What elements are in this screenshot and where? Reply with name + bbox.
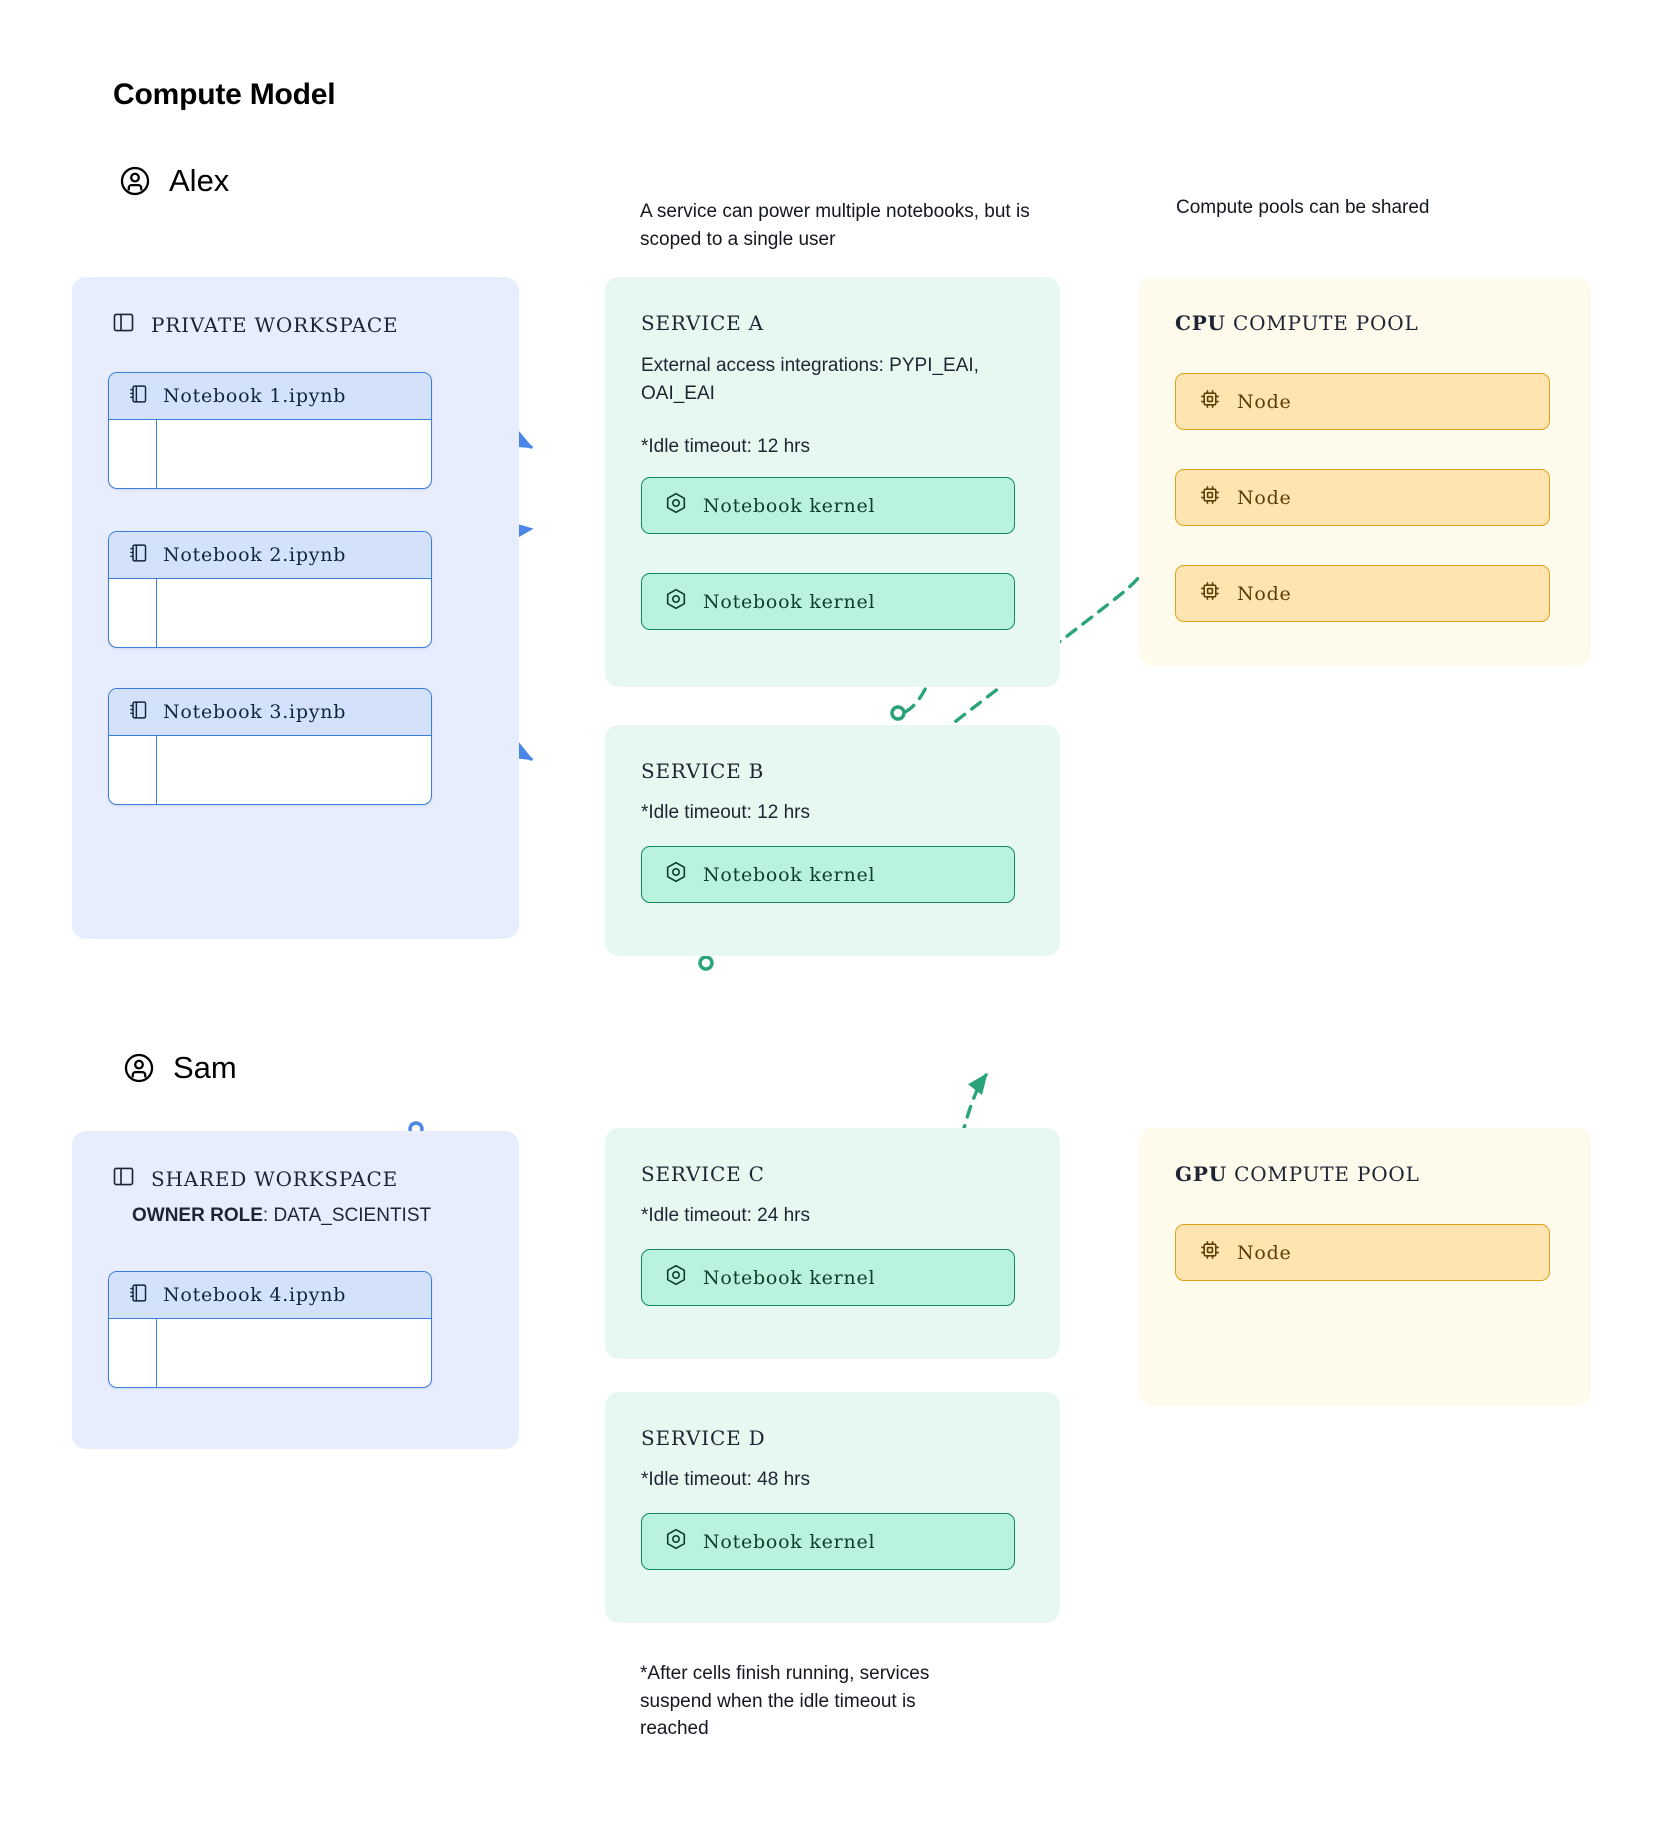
notebook-cell-gutter (109, 579, 157, 647)
pool-suffix: COMPUTE POOL (1225, 311, 1419, 335)
notebook-card-header: Notebook 3.ipynb (109, 689, 431, 736)
kernel-hexagon-icon (664, 1527, 688, 1556)
notebook-title: Notebook 4.ipynb (163, 1284, 347, 1306)
notebook-card[interactable]: Notebook 1.ipynb (108, 372, 432, 489)
edge-source-dot-service-c (698, 955, 714, 971)
compute-node[interactable]: Node (1175, 469, 1550, 526)
person-header-alex: Alex (118, 163, 229, 199)
notebook-card-header: Notebook 4.ipynb (109, 1272, 431, 1319)
service-title: SERVICE C (641, 1162, 765, 1186)
notebook-kernel[interactable]: Notebook kernel (641, 1513, 1015, 1570)
caption-pools-shared: Compute pools can be shared (1176, 197, 1430, 218)
service-title: SERVICE A (641, 311, 764, 335)
compute-node[interactable]: Node (1175, 1224, 1550, 1281)
workspace-label: PRIVATE WORKSPACE (151, 313, 399, 337)
service-b-panel: SERVICE B *Idle timeout: 12 hrs Notebook… (605, 725, 1060, 956)
notebook-kernel[interactable]: Notebook kernel (641, 477, 1015, 534)
notebook-kernel[interactable]: Notebook kernel (641, 846, 1015, 903)
node-label: Node (1237, 486, 1292, 509)
notebook-cell-gutter (109, 420, 157, 488)
kernel-label: Notebook kernel (703, 863, 876, 886)
service-a-panel: SERVICE A External access integrations: … (605, 277, 1060, 687)
pool-title: GPU COMPUTE POOL (1175, 1162, 1420, 1186)
service-idle-timeout: *Idle timeout: 48 hrs (641, 1469, 810, 1490)
notebook-kernel[interactable]: Notebook kernel (641, 1249, 1015, 1306)
notebook-card-body (109, 1319, 431, 1387)
kernel-hexagon-icon (664, 587, 688, 616)
notebook-icon (127, 383, 149, 410)
node-label: Node (1237, 390, 1292, 413)
owner-role-value: DATA_SCIENTIST (273, 1205, 432, 1226)
cpu-chip-icon (1198, 387, 1222, 416)
notebook-cell-area (157, 579, 431, 647)
notebook-icon (127, 1282, 149, 1309)
service-idle-timeout: *Idle timeout: 24 hrs (641, 1205, 810, 1226)
notebook-cell-area (157, 420, 431, 488)
notebook-cell-area (157, 736, 431, 804)
notebook-card-body (109, 420, 431, 488)
page-title: Compute Model (113, 78, 336, 111)
person-header-sam: Sam (122, 1050, 237, 1086)
notebook-card-body (109, 579, 431, 647)
kernel-hexagon-icon (664, 1263, 688, 1292)
service-d-panel: SERVICE D *Idle timeout: 48 hrs Notebook… (605, 1392, 1060, 1623)
owner-role-label: OWNER ROLE (132, 1205, 263, 1226)
workspace-owner-role: OWNER ROLE: DATA_SCIENTIST (132, 1205, 432, 1226)
cpu-compute-pool-panel: CPU COMPUTE POOL Node Node (1139, 277, 1591, 666)
workspace-label: SHARED WORKSPACE (151, 1167, 399, 1191)
pool-kind: CPU (1175, 311, 1226, 335)
notebook-cell-gutter (109, 736, 157, 804)
notebook-title: Notebook 2.ipynb (163, 544, 347, 566)
cpu-chip-icon (1198, 579, 1222, 608)
kernel-label: Notebook kernel (703, 590, 876, 613)
cpu-chip-icon (1198, 1238, 1222, 1267)
edge-source-dot-service-b (890, 705, 906, 721)
notebook-icon (127, 699, 149, 726)
notebook-card[interactable]: Notebook 2.ipynb (108, 531, 432, 648)
kernel-label: Notebook kernel (703, 494, 876, 517)
kernel-hexagon-icon (664, 491, 688, 520)
node-label: Node (1237, 582, 1292, 605)
person-name: Alex (169, 163, 230, 198)
notebook-title: Notebook 3.ipynb (163, 701, 347, 723)
notebook-icon (127, 542, 149, 569)
node-label: Node (1237, 1241, 1292, 1264)
service-idle-timeout: *Idle timeout: 12 hrs (641, 436, 810, 457)
caption-service-scope: A service can power multiple notebooks, … (640, 201, 1030, 250)
kernel-label: Notebook kernel (703, 1266, 876, 1289)
compute-node[interactable]: Node (1175, 373, 1550, 430)
workspace-header: PRIVATE WORKSPACE (72, 277, 519, 339)
workspace-header: SHARED WORKSPACE (72, 1131, 519, 1193)
notebook-title: Notebook 1.ipynb (163, 385, 347, 407)
gpu-compute-pool-panel: GPU COMPUTE POOL Node (1139, 1128, 1591, 1406)
notebook-cell-gutter (109, 1319, 157, 1387)
user-circle-icon (122, 1051, 156, 1085)
compute-node[interactable]: Node (1175, 565, 1550, 622)
notebook-card-header: Notebook 1.ipynb (109, 373, 431, 420)
kernel-label: Notebook kernel (703, 1530, 876, 1553)
notebook-card[interactable]: Notebook 3.ipynb (108, 688, 432, 805)
cpu-chip-icon (1198, 483, 1222, 512)
service-idle-timeout: *Idle timeout: 12 hrs (641, 802, 810, 823)
person-name: Sam (173, 1050, 237, 1085)
notebook-cell-area (157, 1319, 431, 1387)
service-c-panel: SERVICE C *Idle timeout: 24 hrs Notebook… (605, 1128, 1060, 1359)
user-circle-icon (118, 164, 152, 198)
service-integrations: External access integrations: PYPI_EAI, … (641, 355, 979, 404)
notebook-kernel[interactable]: Notebook kernel (641, 573, 1015, 630)
caption-idle-footnote: *After cells finish running, services su… (640, 1663, 930, 1740)
workspace-panel-icon (112, 311, 135, 339)
pool-suffix: COMPUTE POOL (1226, 1162, 1420, 1186)
service-title: SERVICE B (641, 759, 765, 783)
workspace-panel-icon (112, 1165, 135, 1193)
pool-kind: GPU (1175, 1162, 1227, 1186)
notebook-card-body (109, 736, 431, 804)
notebook-card[interactable]: Notebook 4.ipynb (108, 1271, 432, 1388)
kernel-hexagon-icon (664, 860, 688, 889)
service-title: SERVICE D (641, 1426, 766, 1450)
pool-title: CPU COMPUTE POOL (1175, 311, 1419, 335)
notebook-card-header: Notebook 2.ipynb (109, 532, 431, 579)
